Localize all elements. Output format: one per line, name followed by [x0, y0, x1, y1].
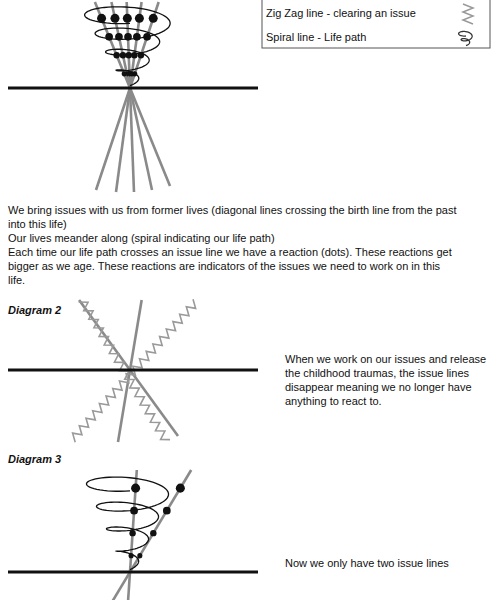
explanation-text: When we work on our issues and release t… — [285, 352, 490, 408]
life-path-figure — [8, 470, 258, 600]
reaction-dot — [131, 484, 140, 493]
reaction-dot — [149, 14, 158, 23]
zigzag-sample — [463, 4, 473, 24]
reaction-dot — [122, 71, 127, 76]
reaction-dot — [150, 530, 156, 536]
birth-line — [8, 369, 258, 372]
explanation-text: Now we only have two issue lines — [285, 556, 490, 570]
legend: Zig Zag line - clearing an issueSpiral l… — [266, 0, 456, 46]
issue-line — [111, 2, 152, 190]
paragraph-text: Our lives meander along (spiral indicati… — [8, 231, 458, 245]
legend-frame — [262, 0, 490, 48]
reaction-dot — [176, 484, 185, 493]
diagram-heading: Diagram 3 — [8, 452, 128, 466]
reaction-dot — [135, 14, 144, 23]
issue-line — [112, 470, 191, 600]
life-path-spiral — [87, 477, 169, 570]
paragraph-text: We bring issues with us from former live… — [8, 203, 458, 231]
birth-line — [8, 571, 258, 574]
reaction-dot — [123, 14, 132, 23]
birth-line — [8, 87, 258, 90]
reaction-dot — [110, 14, 119, 23]
reaction-dot — [163, 507, 171, 515]
life-path-figure — [8, 299, 258, 442]
diagram-heading: Diagram 2 — [8, 303, 128, 317]
paragraph-text: Each time our life path crosses an issue… — [8, 245, 453, 287]
reaction-dot — [137, 553, 142, 558]
spiral-sample — [459, 31, 473, 45]
life-path-spiral — [85, 7, 171, 86]
life-path-figure — [8, 2, 258, 192]
legend-text: Zig Zag line - clearing an issue — [266, 0, 456, 22]
legend-text: Spiral line - Life path — [266, 24, 456, 46]
reaction-dot — [133, 33, 141, 41]
